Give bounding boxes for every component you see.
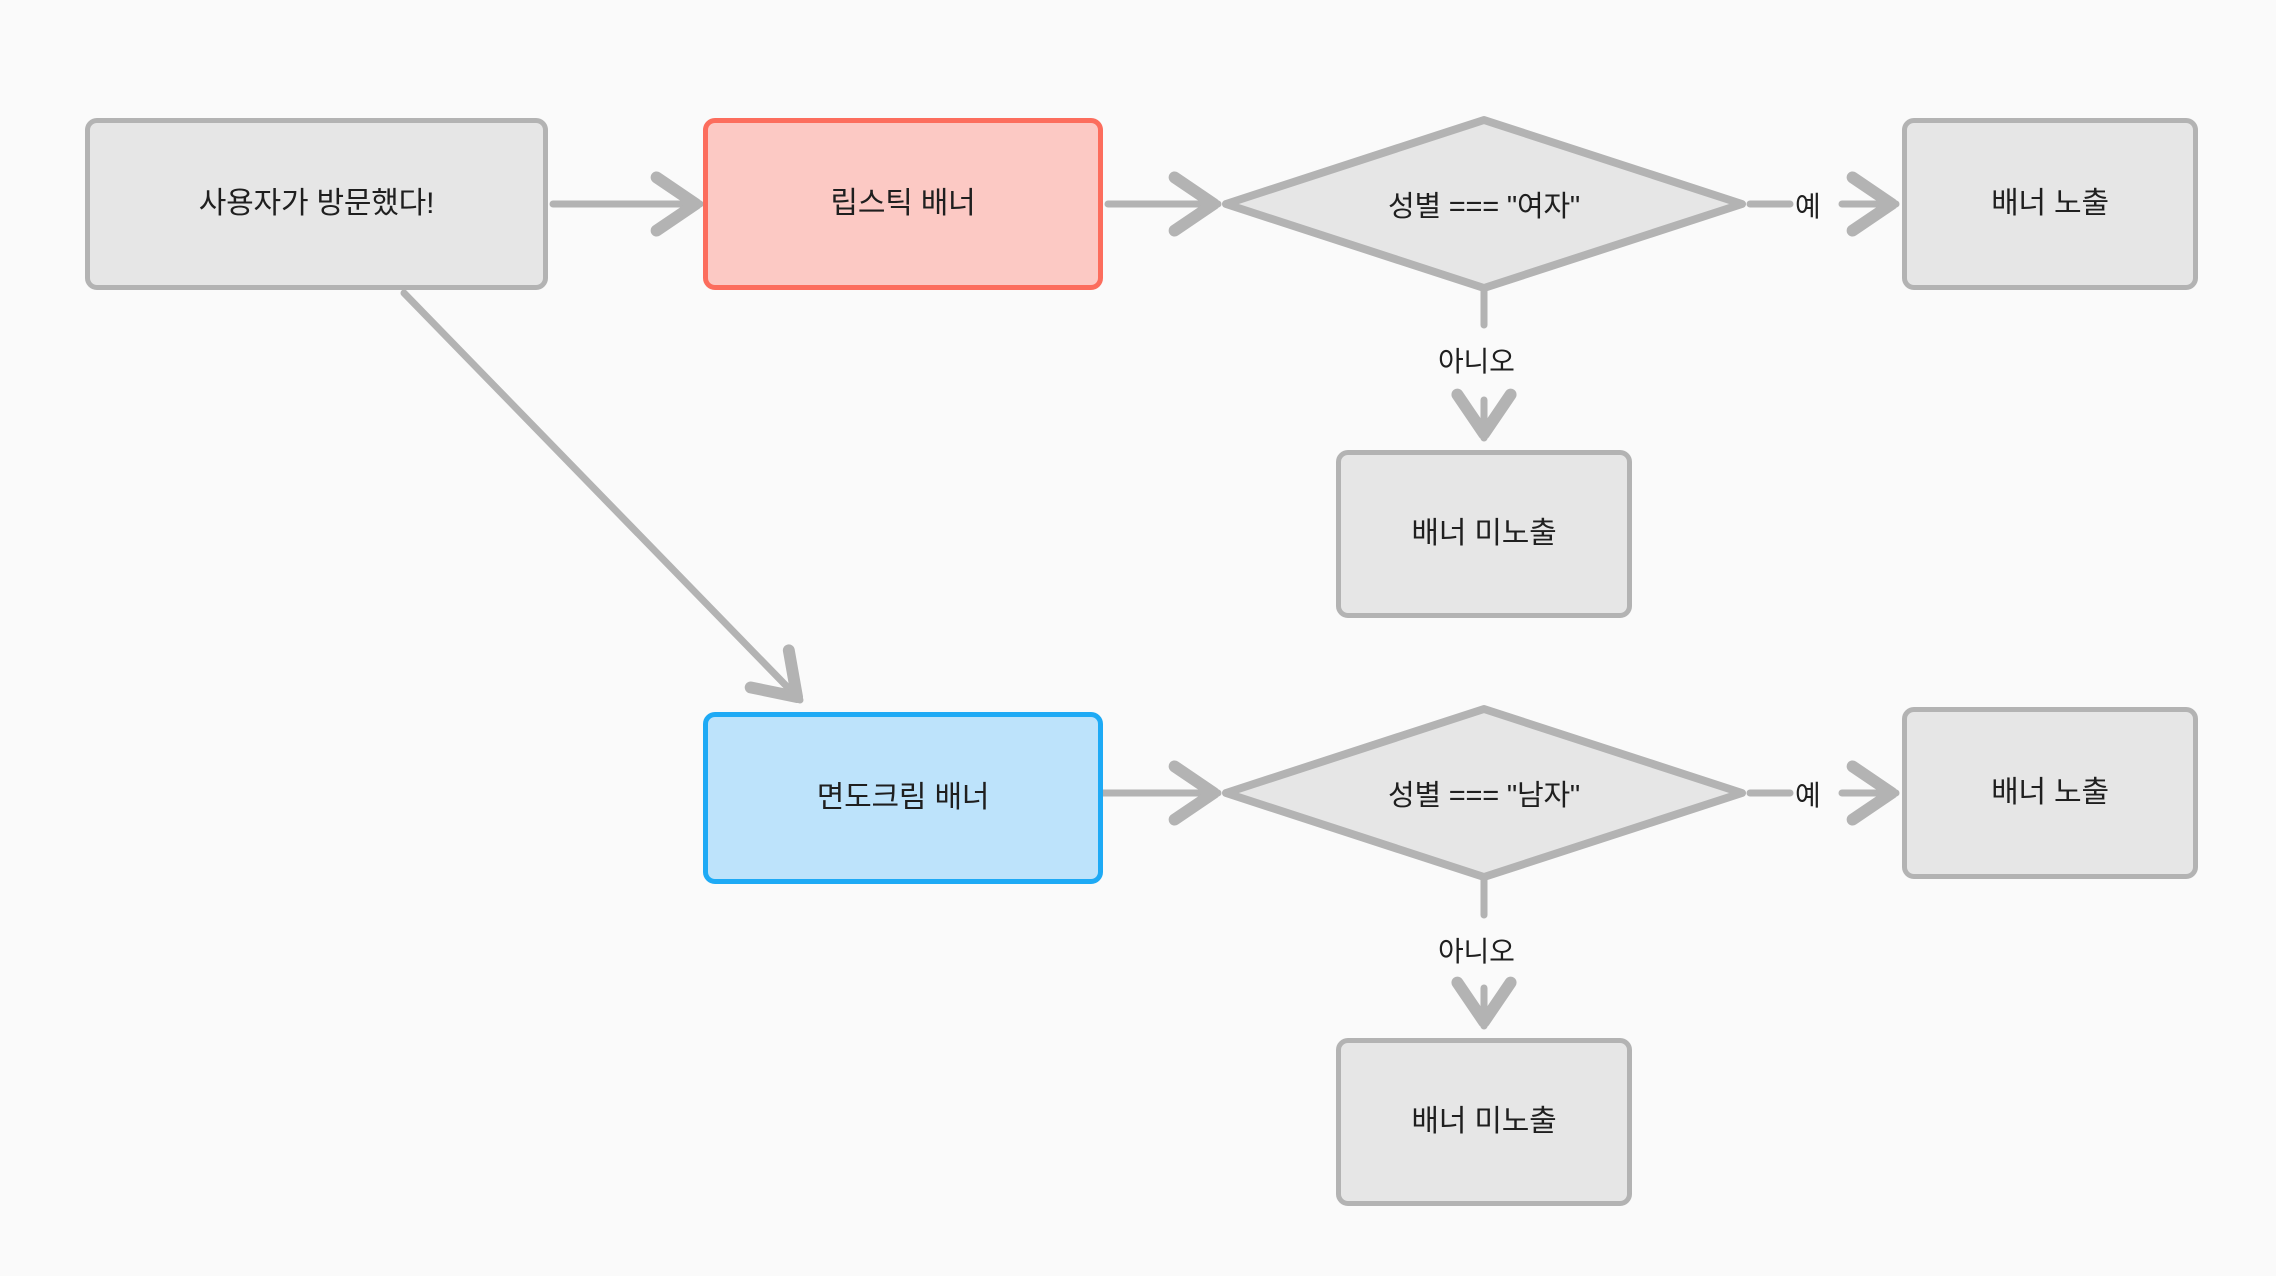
node-start-label: 사용자가 방문했다!: [198, 186, 435, 220]
node-hide-banner-bottom[interactable]: 배너 미노출: [1336, 1038, 1632, 1206]
edge-start-to-shavingcream: [400, 289, 804, 704]
diamond-shape-female: [1222, 116, 1746, 292]
edge-label-yes-bottom: 예: [1795, 780, 1821, 811]
node-show-banner-top-label: 배너 노출: [1991, 186, 2109, 220]
node-lipstick-banner-label: 립스틱 배너: [830, 186, 976, 220]
node-show-banner-bottom[interactable]: 배너 노출: [1902, 707, 2198, 879]
edge-label-no-top: 아니오: [1438, 346, 1515, 377]
node-hide-banner-top[interactable]: 배너 미노출: [1336, 450, 1632, 618]
node-start[interactable]: 사용자가 방문했다!: [85, 118, 548, 290]
node-hide-banner-bottom-label: 배너 미노출: [1411, 1104, 1557, 1138]
node-condition-female[interactable]: 성별 === "여자": [1218, 112, 1750, 296]
node-show-banner-bottom-label: 배너 노출: [1991, 775, 2109, 809]
node-hide-banner-top-label: 배너 미노출: [1411, 516, 1557, 550]
node-show-banner-top[interactable]: 배너 노출: [1902, 118, 2198, 290]
node-shaving-cream-banner[interactable]: 면도크림 배너: [703, 712, 1103, 884]
diamond-shape-male: [1222, 705, 1746, 881]
node-shaving-cream-banner-label: 면도크림 배너: [816, 780, 990, 814]
node-condition-male[interactable]: 성별 === "남자": [1218, 701, 1750, 885]
edge-label-no-bottom: 아니오: [1438, 936, 1515, 967]
edge-label-yes-top: 예: [1795, 191, 1821, 222]
node-lipstick-banner[interactable]: 립스틱 배너: [703, 118, 1103, 290]
